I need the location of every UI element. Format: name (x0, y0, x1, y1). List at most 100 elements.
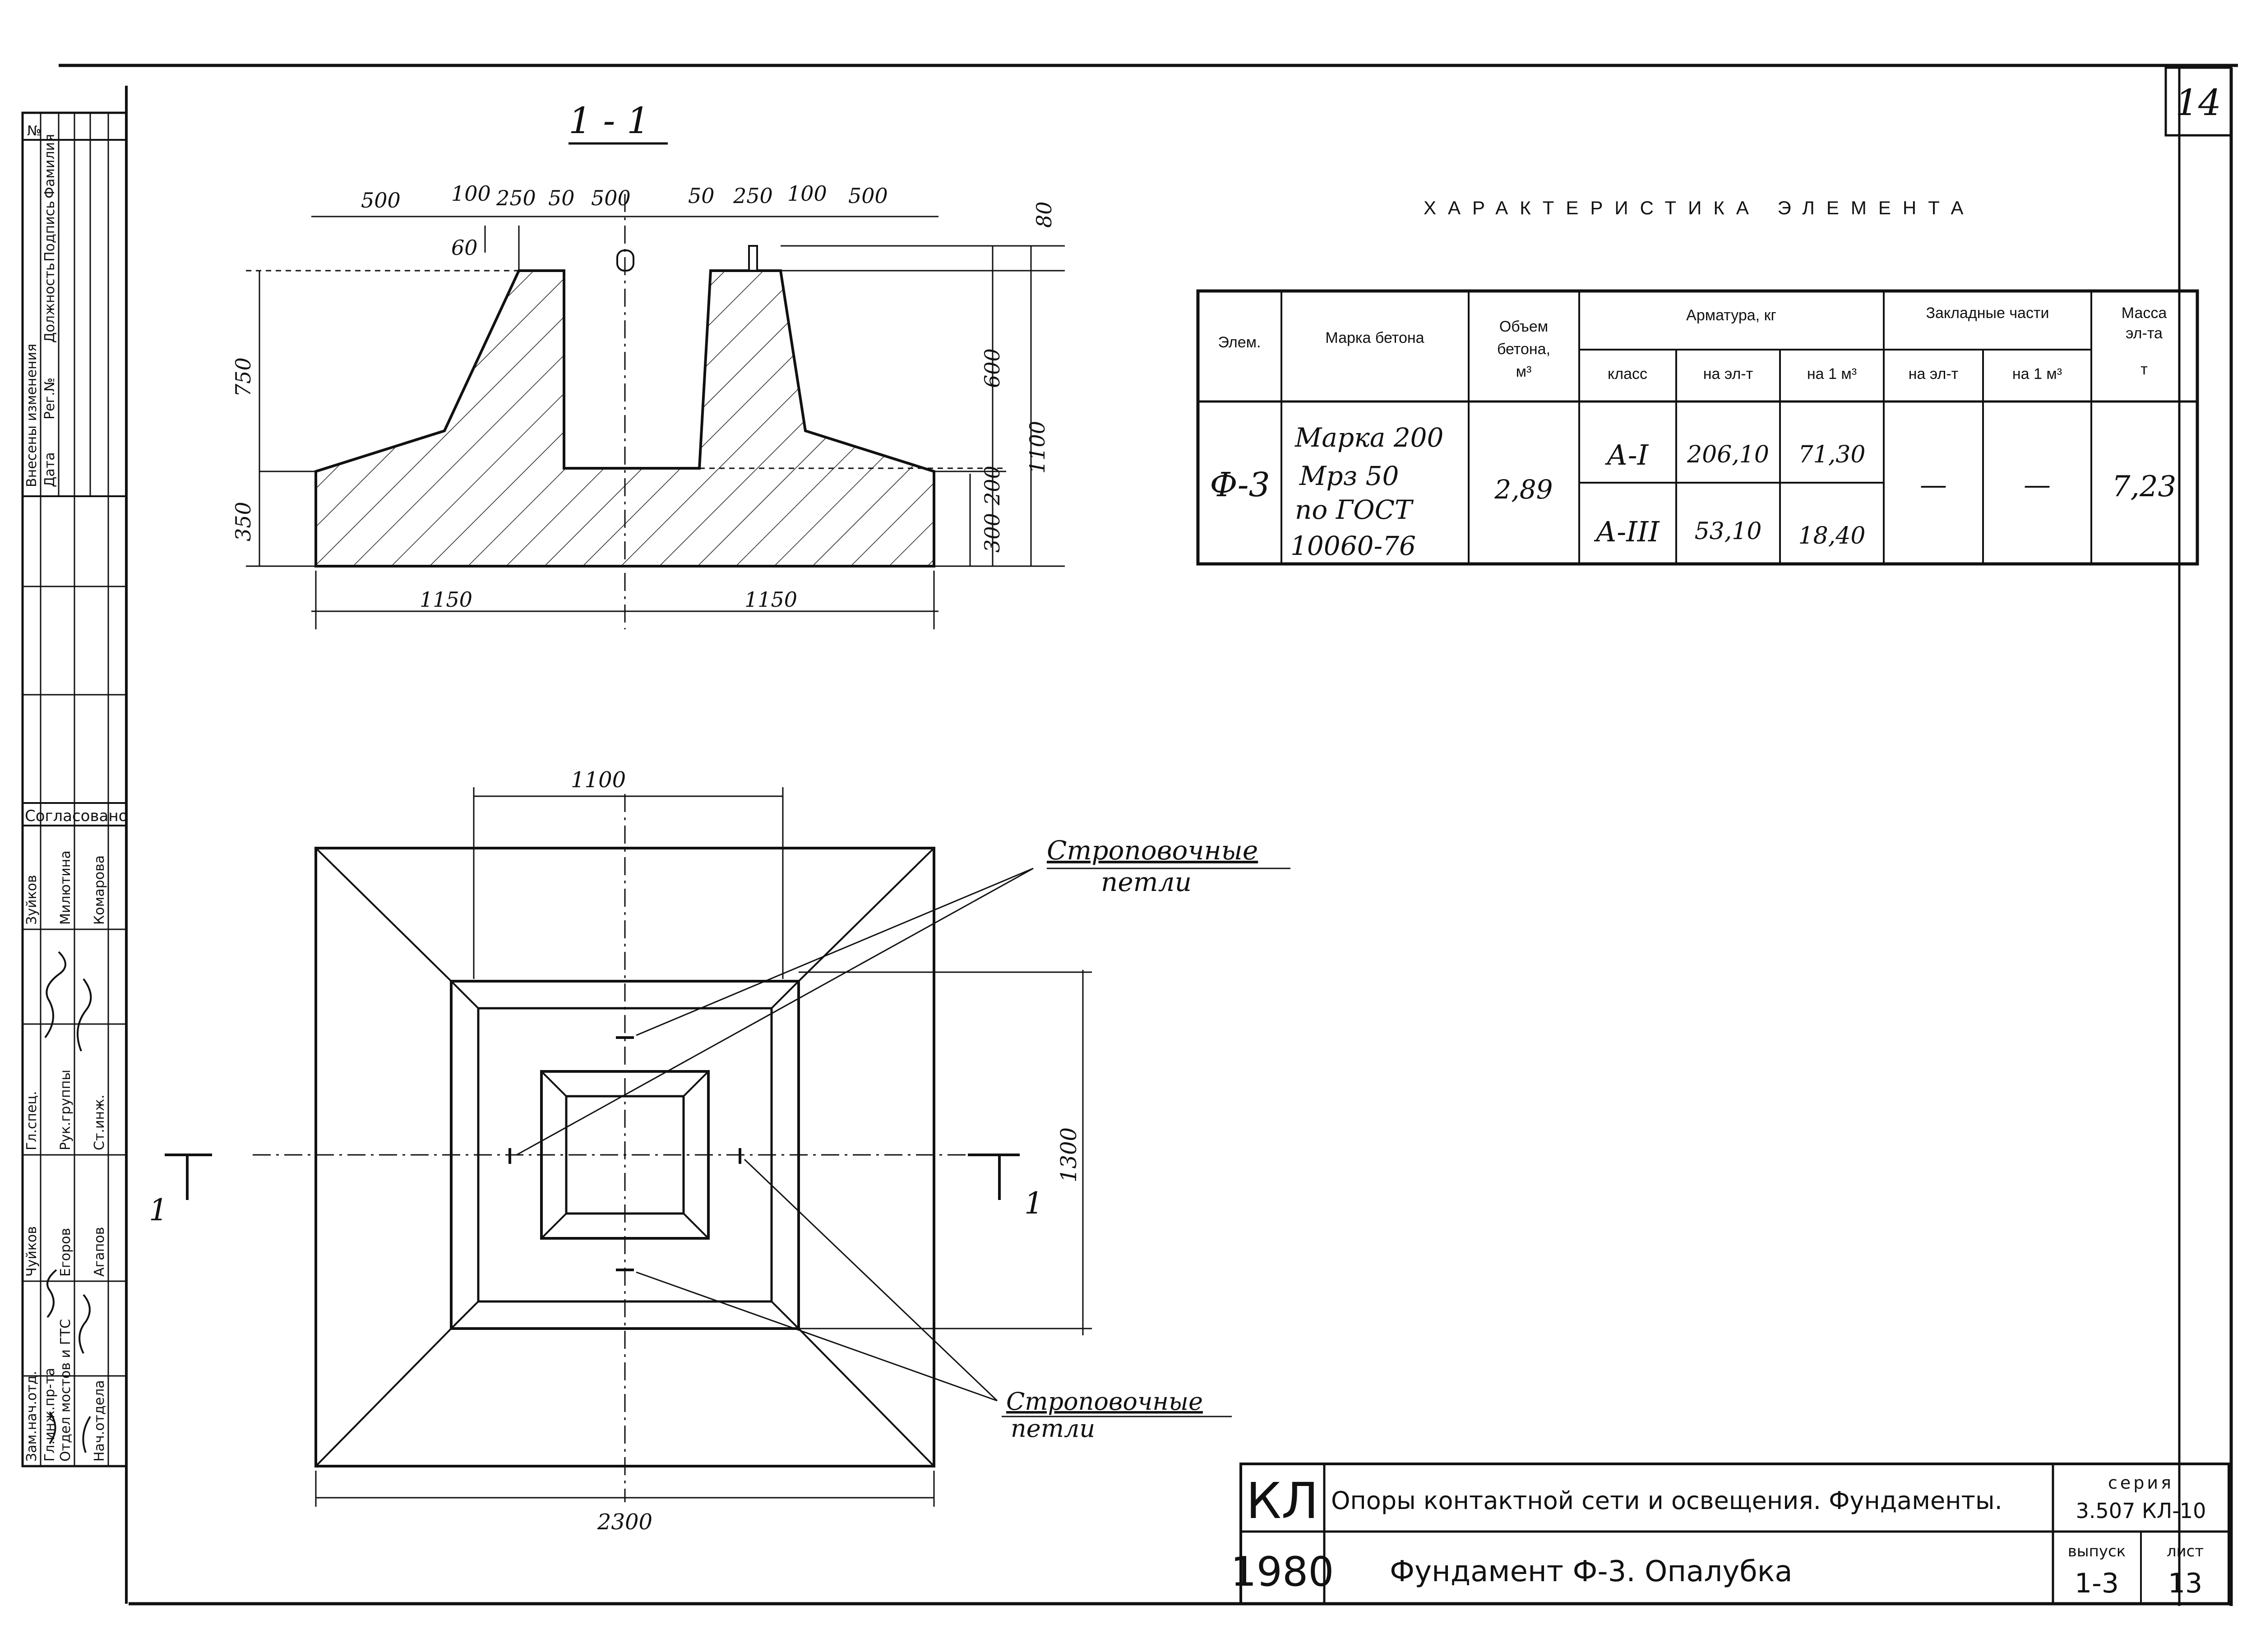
section-right-dims: 80 600 200 300 1100 750 350 1150 1150 (231, 201, 1056, 612)
dim-right-600: 600 (980, 348, 1004, 388)
plan-dim-bottom: 2300 (597, 1509, 652, 1535)
section-mark-left: 1 (149, 1193, 168, 1227)
lm-agreed-name-1: Зуйков (24, 875, 40, 925)
hdr-mass-2: эл-та (2126, 325, 2163, 342)
tb-project-title: Опоры контактной сети и освещения. Фунда… (1331, 1486, 2002, 1515)
characteristics-title: ХАРАКТЕРИСТИКА ЭЛЕМЕНТА (1424, 197, 1975, 218)
title-block-texts: КЛ 1980 Опоры контактной сети и освещени… (1230, 1472, 2206, 1599)
hdr-rebar-per-el: на эл-т (1703, 365, 1753, 383)
callout-leaders (516, 868, 1290, 1417)
cell-emb-per-m3: — (2024, 469, 2051, 501)
cell-rebar-per-m3-1: 71,30 (1798, 441, 1866, 468)
tb-code: КЛ (1246, 1472, 1319, 1530)
dim-top-500b: 500 (591, 186, 631, 210)
dim-bottom-1150a: 1150 (420, 587, 472, 612)
section-view: 500 100 250 50 500 50 250 100 500 60 80 … (231, 181, 1065, 629)
cell-mass: 7,23 (2112, 470, 2177, 503)
cell-rebar-class-1: А-I (1605, 438, 1649, 471)
plan-texts: 1100 1300 2300 1 1 Строповочные петли Ст… (149, 767, 1258, 1535)
lm-changes-header: Внесены изменения (24, 344, 40, 487)
dim-60: 60 (451, 235, 478, 260)
tb-issue-value: 1-3 (2075, 1568, 2119, 1599)
anchor-loop-right (748, 245, 758, 272)
lm-role-4: Нач.отдела (92, 1380, 107, 1462)
cell-concrete-3: по ГОСТ (1295, 494, 1414, 525)
section-title: 1 - 1 (569, 100, 650, 142)
plan-dim-right: 1300 (1056, 1127, 1082, 1182)
dim-top-100a: 100 (451, 181, 491, 206)
tb-series-value: 3.507 КЛ-10 (2076, 1499, 2206, 1523)
hdr-emb-per-el: на эл-т (1909, 365, 1958, 383)
lm-name-1: Чуйков (24, 1226, 40, 1277)
lm-col-surname: Фамилия (42, 134, 58, 198)
dim-top-250a: 250 (496, 186, 536, 210)
cell-rebar-per-el-2: 53,10 (1695, 518, 1762, 545)
dim-top-250b: 250 (733, 184, 773, 208)
cell-rebar-per-m3-2: 18,40 (1798, 522, 1866, 549)
hdr-rebar-class: класс (1608, 365, 1647, 383)
plan-dim-top: 1100 (571, 767, 626, 793)
lm-col-reg: Рег.№ (42, 378, 58, 420)
tb-sheet-label: лист (2167, 1542, 2204, 1560)
dim-right-200: 200 (980, 466, 1004, 506)
plan-view (165, 787, 1290, 1507)
hdr-rebar-per-m3: на 1 м³ (1807, 365, 1857, 383)
dim-right-1100: 1100 (1025, 421, 1049, 474)
title-block (1239, 1463, 2230, 1605)
section-cut-marks (165, 1154, 1020, 1200)
dim-right-300: 300 (980, 513, 1004, 553)
lm-role-5: Гл.спец. (24, 1091, 40, 1150)
section-top-dims: 500 100 250 50 500 50 250 100 500 60 (361, 181, 888, 260)
cell-concrete-4: 10060-76 (1290, 531, 1416, 561)
left-margin-texts: Внесены изменения Дата Рег.№ Должность П… (24, 123, 128, 1462)
tb-sheet-value: 13 (2168, 1568, 2202, 1599)
lm-role-1: Зам.нач.отд. (24, 1371, 40, 1462)
characteristics-headers: Элем. Марка бетона Объем бетона, м³ Арма… (1218, 305, 2167, 383)
section-mark-right: 1 (1024, 1186, 1043, 1221)
lm-role-7: Ст.инж. (92, 1094, 107, 1150)
dim-top-500a: 500 (361, 188, 401, 212)
cell-emb-per-el: — (1920, 469, 1947, 501)
characteristics-table (1196, 289, 2199, 566)
characteristics-row: Ф-3 Марка 200 Мрз 50 по ГОСТ 10060-76 2,… (1210, 422, 2176, 561)
tb-year: 1980 (1230, 1548, 1334, 1596)
sheet-number: 14 (2175, 82, 2221, 124)
callout-top-line1: Строповочные (1047, 835, 1258, 866)
hdr-emb-per-m3: на 1 м³ (2012, 365, 2062, 383)
hdr-embedded: Закладные части (1926, 305, 2049, 322)
tb-drawing-title: Фундамент Ф-3. Опалубка (1390, 1555, 1793, 1588)
handwritten-signatures (44, 951, 92, 1453)
dim-top-100b: 100 (787, 181, 827, 206)
hdr-volume-3: м³ (1516, 363, 1532, 380)
lm-agreed-name-2: Милютина (58, 850, 74, 925)
cell-element: Ф-3 (1210, 466, 1270, 504)
cell-concrete-1: Марка 200 (1294, 422, 1443, 453)
hdr-volume-1: Объем (1499, 318, 1548, 335)
lm-col-signature: Подпись (42, 201, 58, 262)
callout-top-line2: петли (1101, 867, 1192, 897)
lm-role-2: Гл.инж.пр-та (42, 1368, 58, 1462)
hdr-mass-1: Масса (2122, 305, 2167, 322)
left-margin-strip (21, 111, 128, 1467)
lm-col-position: Должность (42, 263, 58, 343)
dim-left-750: 750 (231, 357, 255, 397)
loop-marks (509, 1036, 741, 1271)
lm-role-6: Рук.группы (58, 1070, 74, 1150)
hdr-mass-3: т (2140, 361, 2148, 378)
lm-name-2: Егоров (58, 1228, 74, 1277)
hdr-volume-2: бетона, (1497, 341, 1550, 358)
dim-top-50a: 50 (548, 186, 575, 210)
callout-bottom-line2: петли (1011, 1414, 1095, 1443)
lm-agreed-name-3: Комарова (92, 855, 107, 925)
lm-col-date: Дата (42, 452, 58, 487)
cell-volume: 2,89 (1494, 474, 1553, 505)
sheet-number-box: 14 (2164, 66, 2233, 137)
lm-name-3: Агапов (92, 1227, 107, 1277)
hdr-concrete: Марка бетона (1325, 329, 1424, 346)
hdr-element: Элем. (1218, 334, 1261, 351)
dim-right-80: 80 (1032, 201, 1056, 228)
dim-top-50b: 50 (688, 184, 715, 208)
hdr-rebar: Арматура, кг (1686, 307, 1776, 324)
lm-role-3: Отдел мостов и ГТС (58, 1319, 74, 1462)
lm-col-number: № (27, 123, 41, 139)
